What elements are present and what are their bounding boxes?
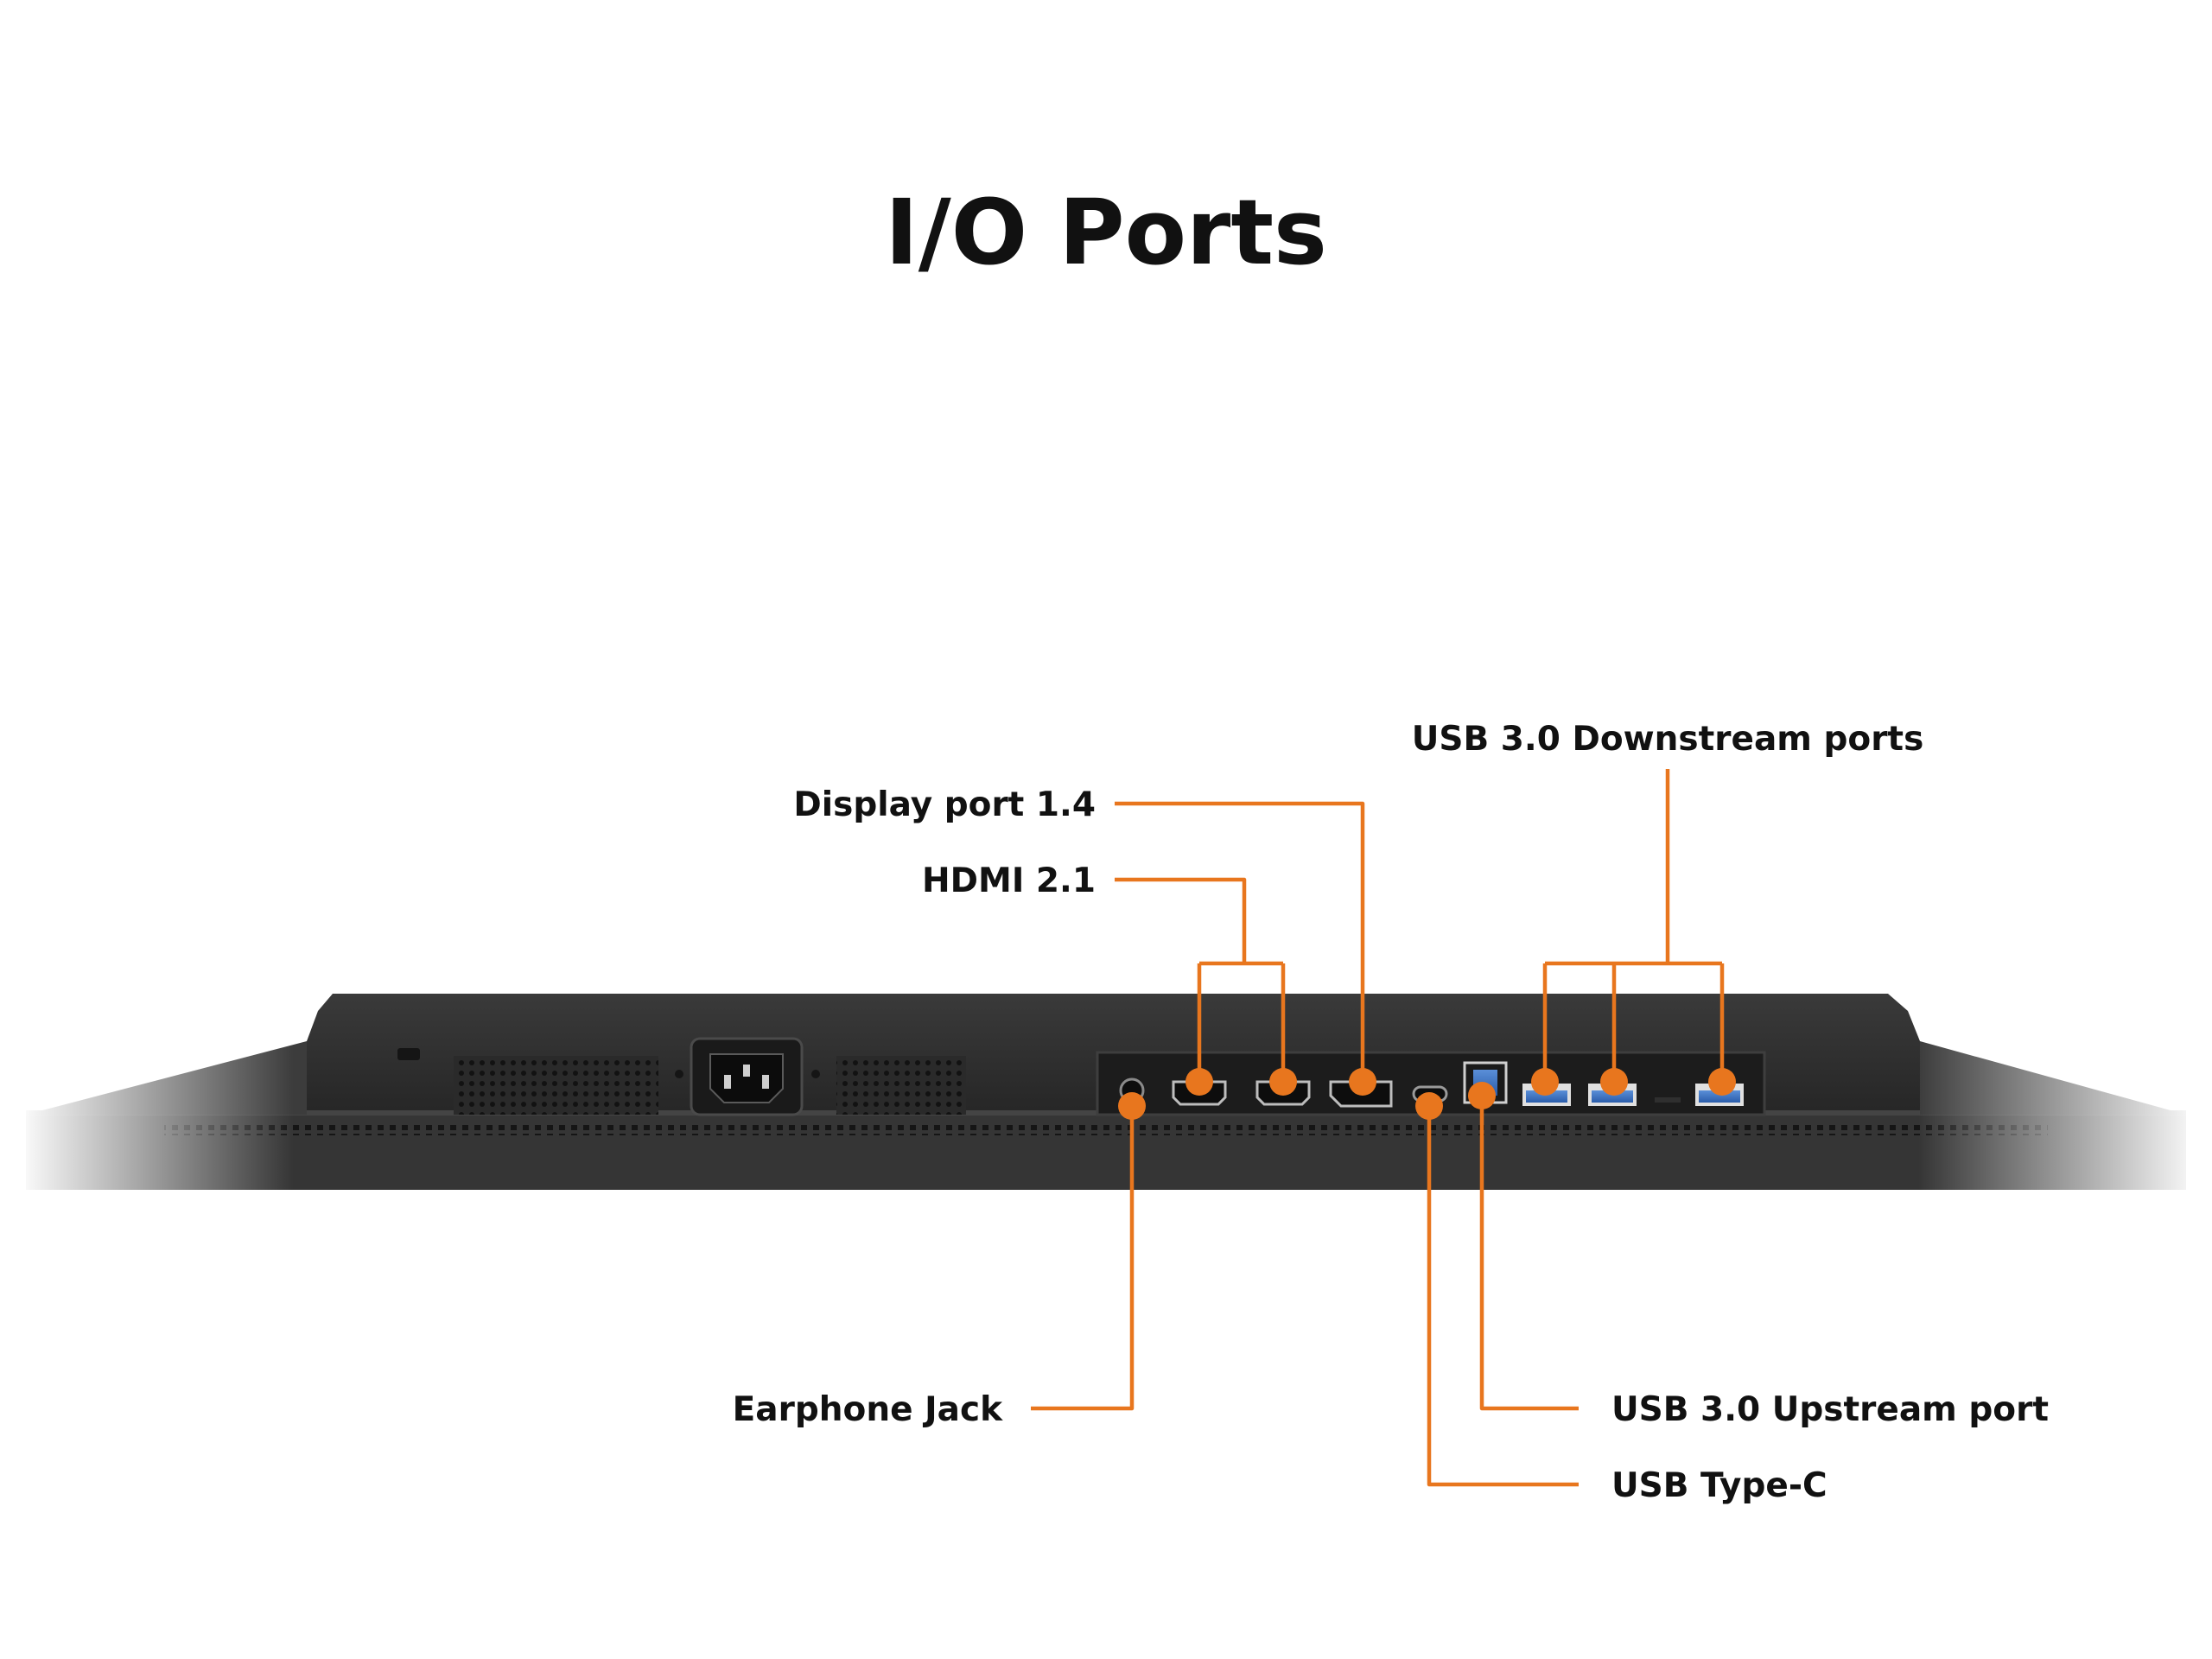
bezel-vent-row: [164, 1125, 2048, 1135]
marker-usb-downstream-1: [1531, 1068, 1559, 1096]
marker-displayport: [1349, 1068, 1376, 1096]
leader-usb-type-c: [1427, 1106, 1579, 1487]
leader-displayport: [1115, 801, 1365, 1082]
marker-usb-upstream: [1468, 1082, 1496, 1109]
label-usb-upstream: USB 3.0 Upstream port: [1611, 1390, 2049, 1429]
label-usb-downstream: USB 3.0 Downstream ports: [1412, 720, 1924, 759]
label-displayport: Display port 1.4: [793, 785, 1096, 824]
leader-usb-upstream: [1479, 1096, 1579, 1411]
monitor-bottom-illustration: [17, 994, 2203, 1201]
label-earphone-jack: Earphone Jack: [733, 1390, 1003, 1429]
page-title: I/O Ports: [885, 180, 1327, 285]
label-usb-type-c: USB Type-C: [1611, 1466, 1827, 1505]
leader-usb-downstream: [1542, 769, 1725, 1082]
leader-earphone-jack: [1031, 1106, 1135, 1411]
label-hdmi: HDMI 2.1: [922, 861, 1096, 900]
leader-hdmi: [1115, 877, 1286, 1082]
marker-usb-type-c: [1415, 1092, 1443, 1120]
marker-hdmi-1: [1185, 1068, 1213, 1096]
marker-usb-downstream-2: [1600, 1068, 1628, 1096]
monitor-bottom-bezel: [26, 1110, 2186, 1190]
marker-hdmi-2: [1269, 1068, 1297, 1096]
power-inlet: [690, 1037, 804, 1116]
left-speaker-grille: [454, 1056, 658, 1115]
right-speaker-grille: [836, 1056, 966, 1115]
marker-earphone-jack: [1118, 1092, 1146, 1120]
marker-usb-downstream-3: [1708, 1068, 1736, 1096]
security-lock-slot: [397, 1048, 420, 1060]
